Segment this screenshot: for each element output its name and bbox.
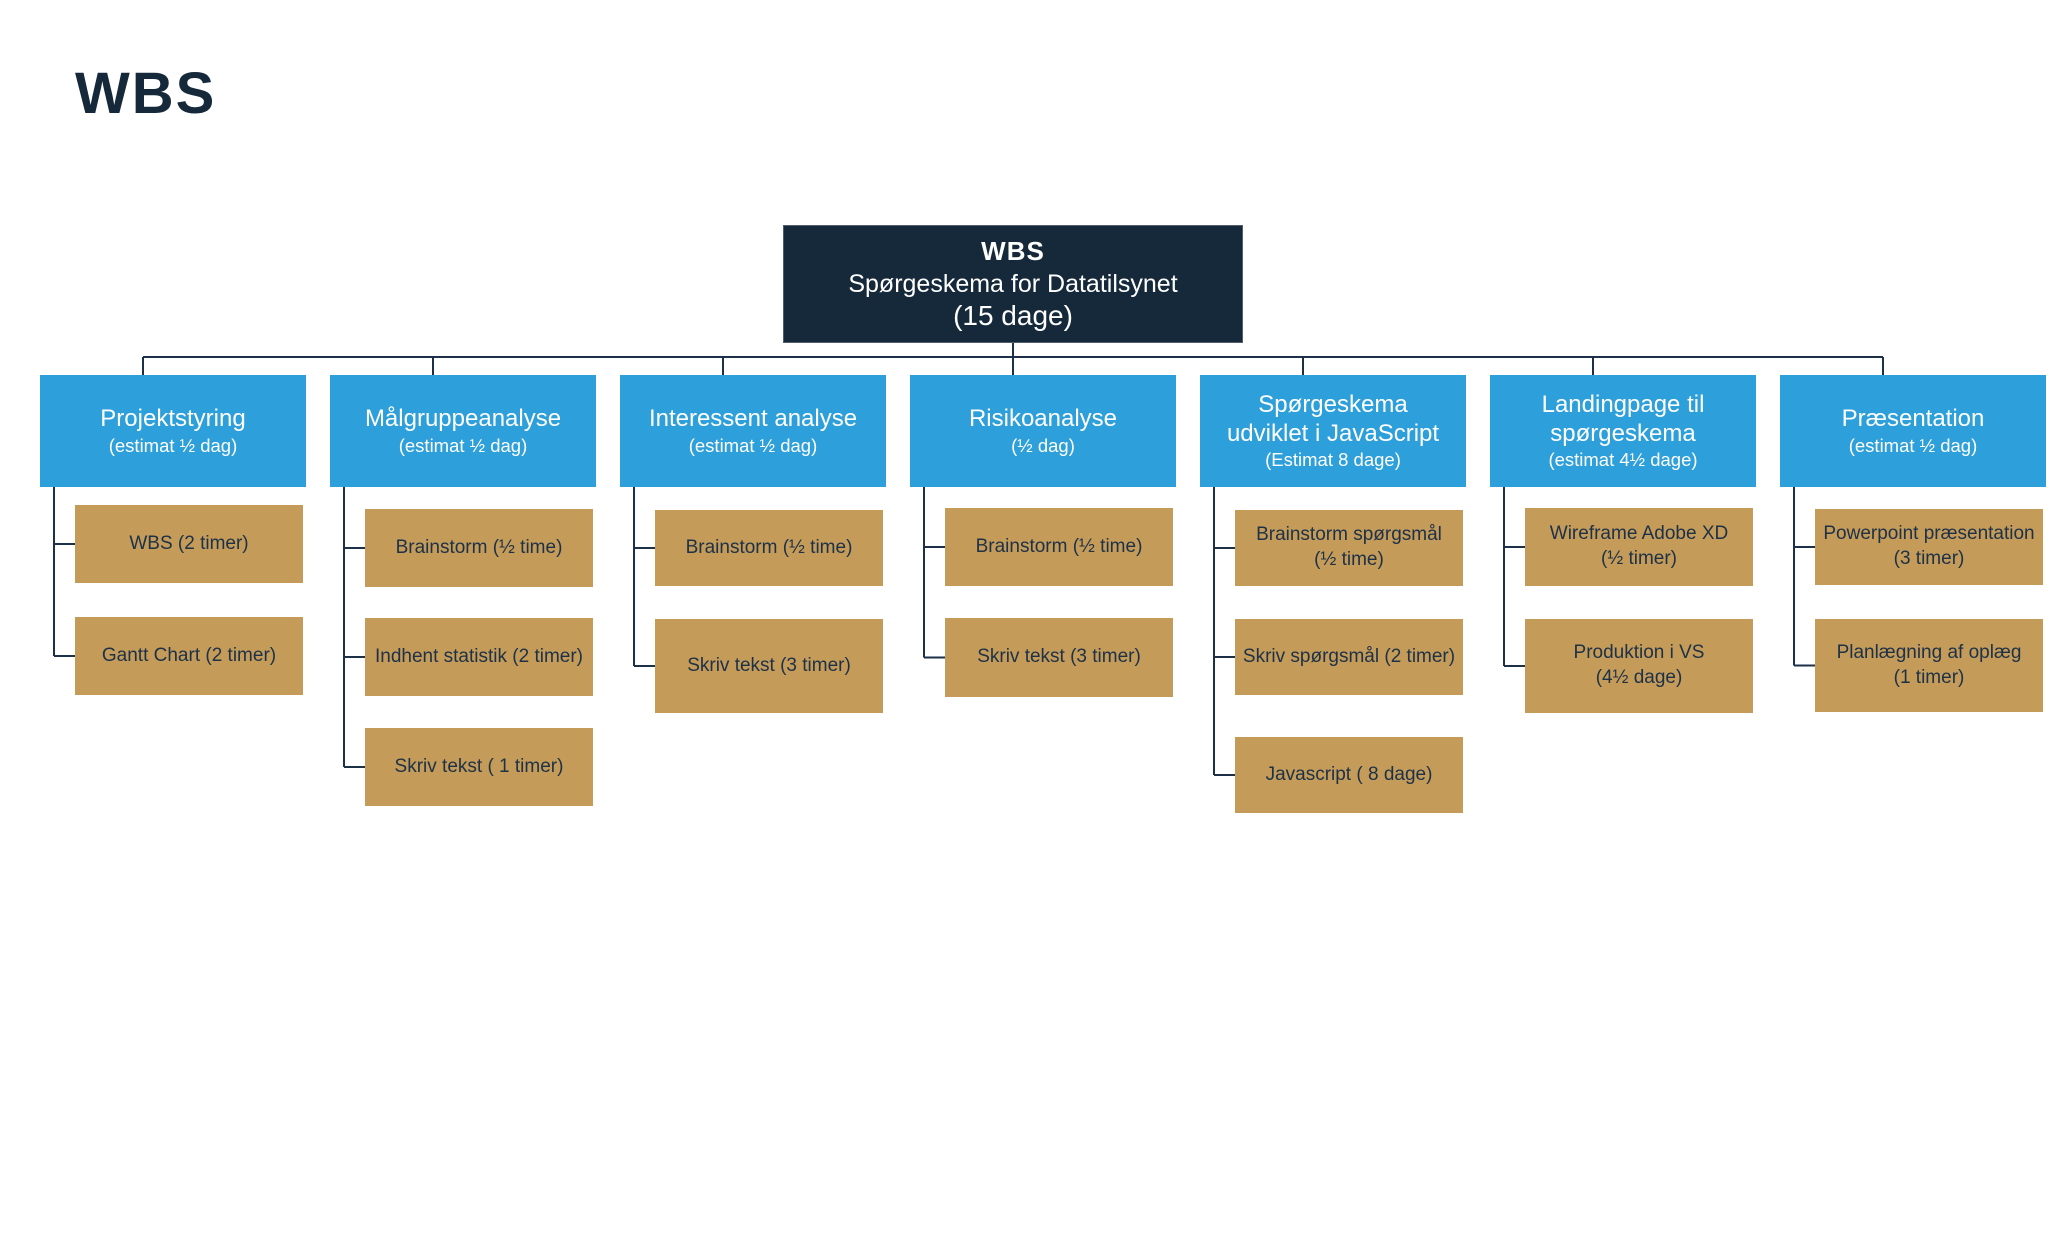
- branch-header: Målgruppeanalyse(estimat ½ dag): [330, 375, 596, 487]
- branch-header: Spørgeskema udviklet i JavaScript(Estima…: [1200, 375, 1466, 487]
- task-label: Skriv tekst (3 timer): [687, 654, 851, 676]
- branch-title: Landingpage til spørgeskema: [1541, 391, 1705, 447]
- branch-title: Præsentation: [1841, 405, 1985, 433]
- branch-estimate: (estimat ½ dag): [398, 434, 528, 456]
- task-label: Brainstorm spørgsmål (½ time): [1256, 524, 1442, 570]
- task-node: WBS (2 timer): [75, 505, 303, 583]
- branch-estimate: (Estimat 8 dage): [1265, 448, 1401, 470]
- task-label: Produktion i VS (4½ dage): [1573, 642, 1705, 688]
- task-label: Javascript ( 8 dage): [1265, 763, 1433, 785]
- task-node: Indhent statistik (2 timer): [365, 618, 593, 696]
- task-label: Powerpoint præsentation (3 timer): [1823, 523, 2035, 569]
- branch-header: Risikoanalyse(½ dag): [910, 375, 1176, 487]
- task-node: Javascript ( 8 dage): [1235, 737, 1463, 813]
- branch-title: Projektstyring: [100, 405, 246, 433]
- task-label: Skriv tekst (3 timer): [977, 646, 1141, 668]
- task-node: Skriv tekst (3 timer): [945, 618, 1173, 697]
- branch-estimate: (estimat 4½ dage): [1548, 448, 1698, 470]
- branch-title: Spørgeskema udviklet i JavaScript: [1226, 391, 1440, 447]
- branch-title: Risikoanalyse: [968, 405, 1118, 433]
- branch-header: Projektstyring(estimat ½ dag): [40, 375, 306, 487]
- branch-estimate: (estimat ½ dag): [688, 434, 818, 456]
- task-label: Indhent statistik (2 timer): [374, 645, 584, 667]
- task-label: Skriv spørgsmål (2 timer): [1242, 645, 1456, 667]
- root-estimate: (15 dage): [953, 300, 1073, 331]
- task-label: Brainstorm (½ time): [975, 535, 1143, 557]
- task-label: Planlægning af oplæg (1 timer): [1836, 641, 2022, 688]
- task-node: Wireframe Adobe XD (½ timer): [1525, 508, 1753, 586]
- branch-title: Målgruppeanalyse: [364, 405, 562, 433]
- task-node: Brainstorm (½ time): [945, 508, 1173, 586]
- task-label: Skriv tekst ( 1 timer): [394, 755, 564, 777]
- task-node: Powerpoint præsentation (3 timer): [1815, 509, 2043, 585]
- branch-title: Interessent analyse: [648, 405, 858, 433]
- branch-header: Interessent analyse(estimat ½ dag): [620, 375, 886, 487]
- task-node: Gantt Chart (2 timer): [75, 617, 303, 695]
- root-node: WBS Spørgeskema for Datatilsynet (15 dag…: [783, 225, 1243, 343]
- page-title: WBS: [75, 61, 217, 126]
- task-node: Brainstorm (½ time): [365, 509, 593, 587]
- task-node: Skriv tekst (3 timer): [655, 619, 883, 713]
- task-node: Planlægning af oplæg (1 timer): [1815, 619, 2043, 712]
- branch-header: Præsentation(estimat ½ dag): [1780, 375, 2046, 487]
- branch-estimate: (estimat ½ dag): [108, 434, 238, 456]
- task-label: Brainstorm (½ time): [685, 536, 853, 558]
- task-node: Skriv tekst ( 1 timer): [365, 728, 593, 806]
- root-title: WBS: [981, 236, 1045, 266]
- task-label: Gantt Chart (2 timer): [101, 644, 277, 666]
- branch-header: Landingpage til spørgeskema(estimat 4½ d…: [1490, 375, 1756, 487]
- task-label: Brainstorm (½ time): [395, 536, 563, 558]
- branch-estimate: (½ dag): [1011, 434, 1075, 456]
- task-node: Skriv spørgsmål (2 timer): [1235, 619, 1463, 695]
- task-node: Brainstorm spørgsmål (½ time): [1235, 510, 1463, 586]
- task-label: Wireframe Adobe XD (½ timer): [1549, 523, 1729, 569]
- branch-estimate: (estimat ½ dag): [1848, 434, 1978, 456]
- task-node: Produktion i VS (4½ dage): [1525, 619, 1753, 713]
- root-subtitle: Spørgeskema for Datatilsynet: [848, 270, 1178, 298]
- task-node: Brainstorm (½ time): [655, 510, 883, 586]
- task-label: WBS (2 timer): [129, 532, 249, 554]
